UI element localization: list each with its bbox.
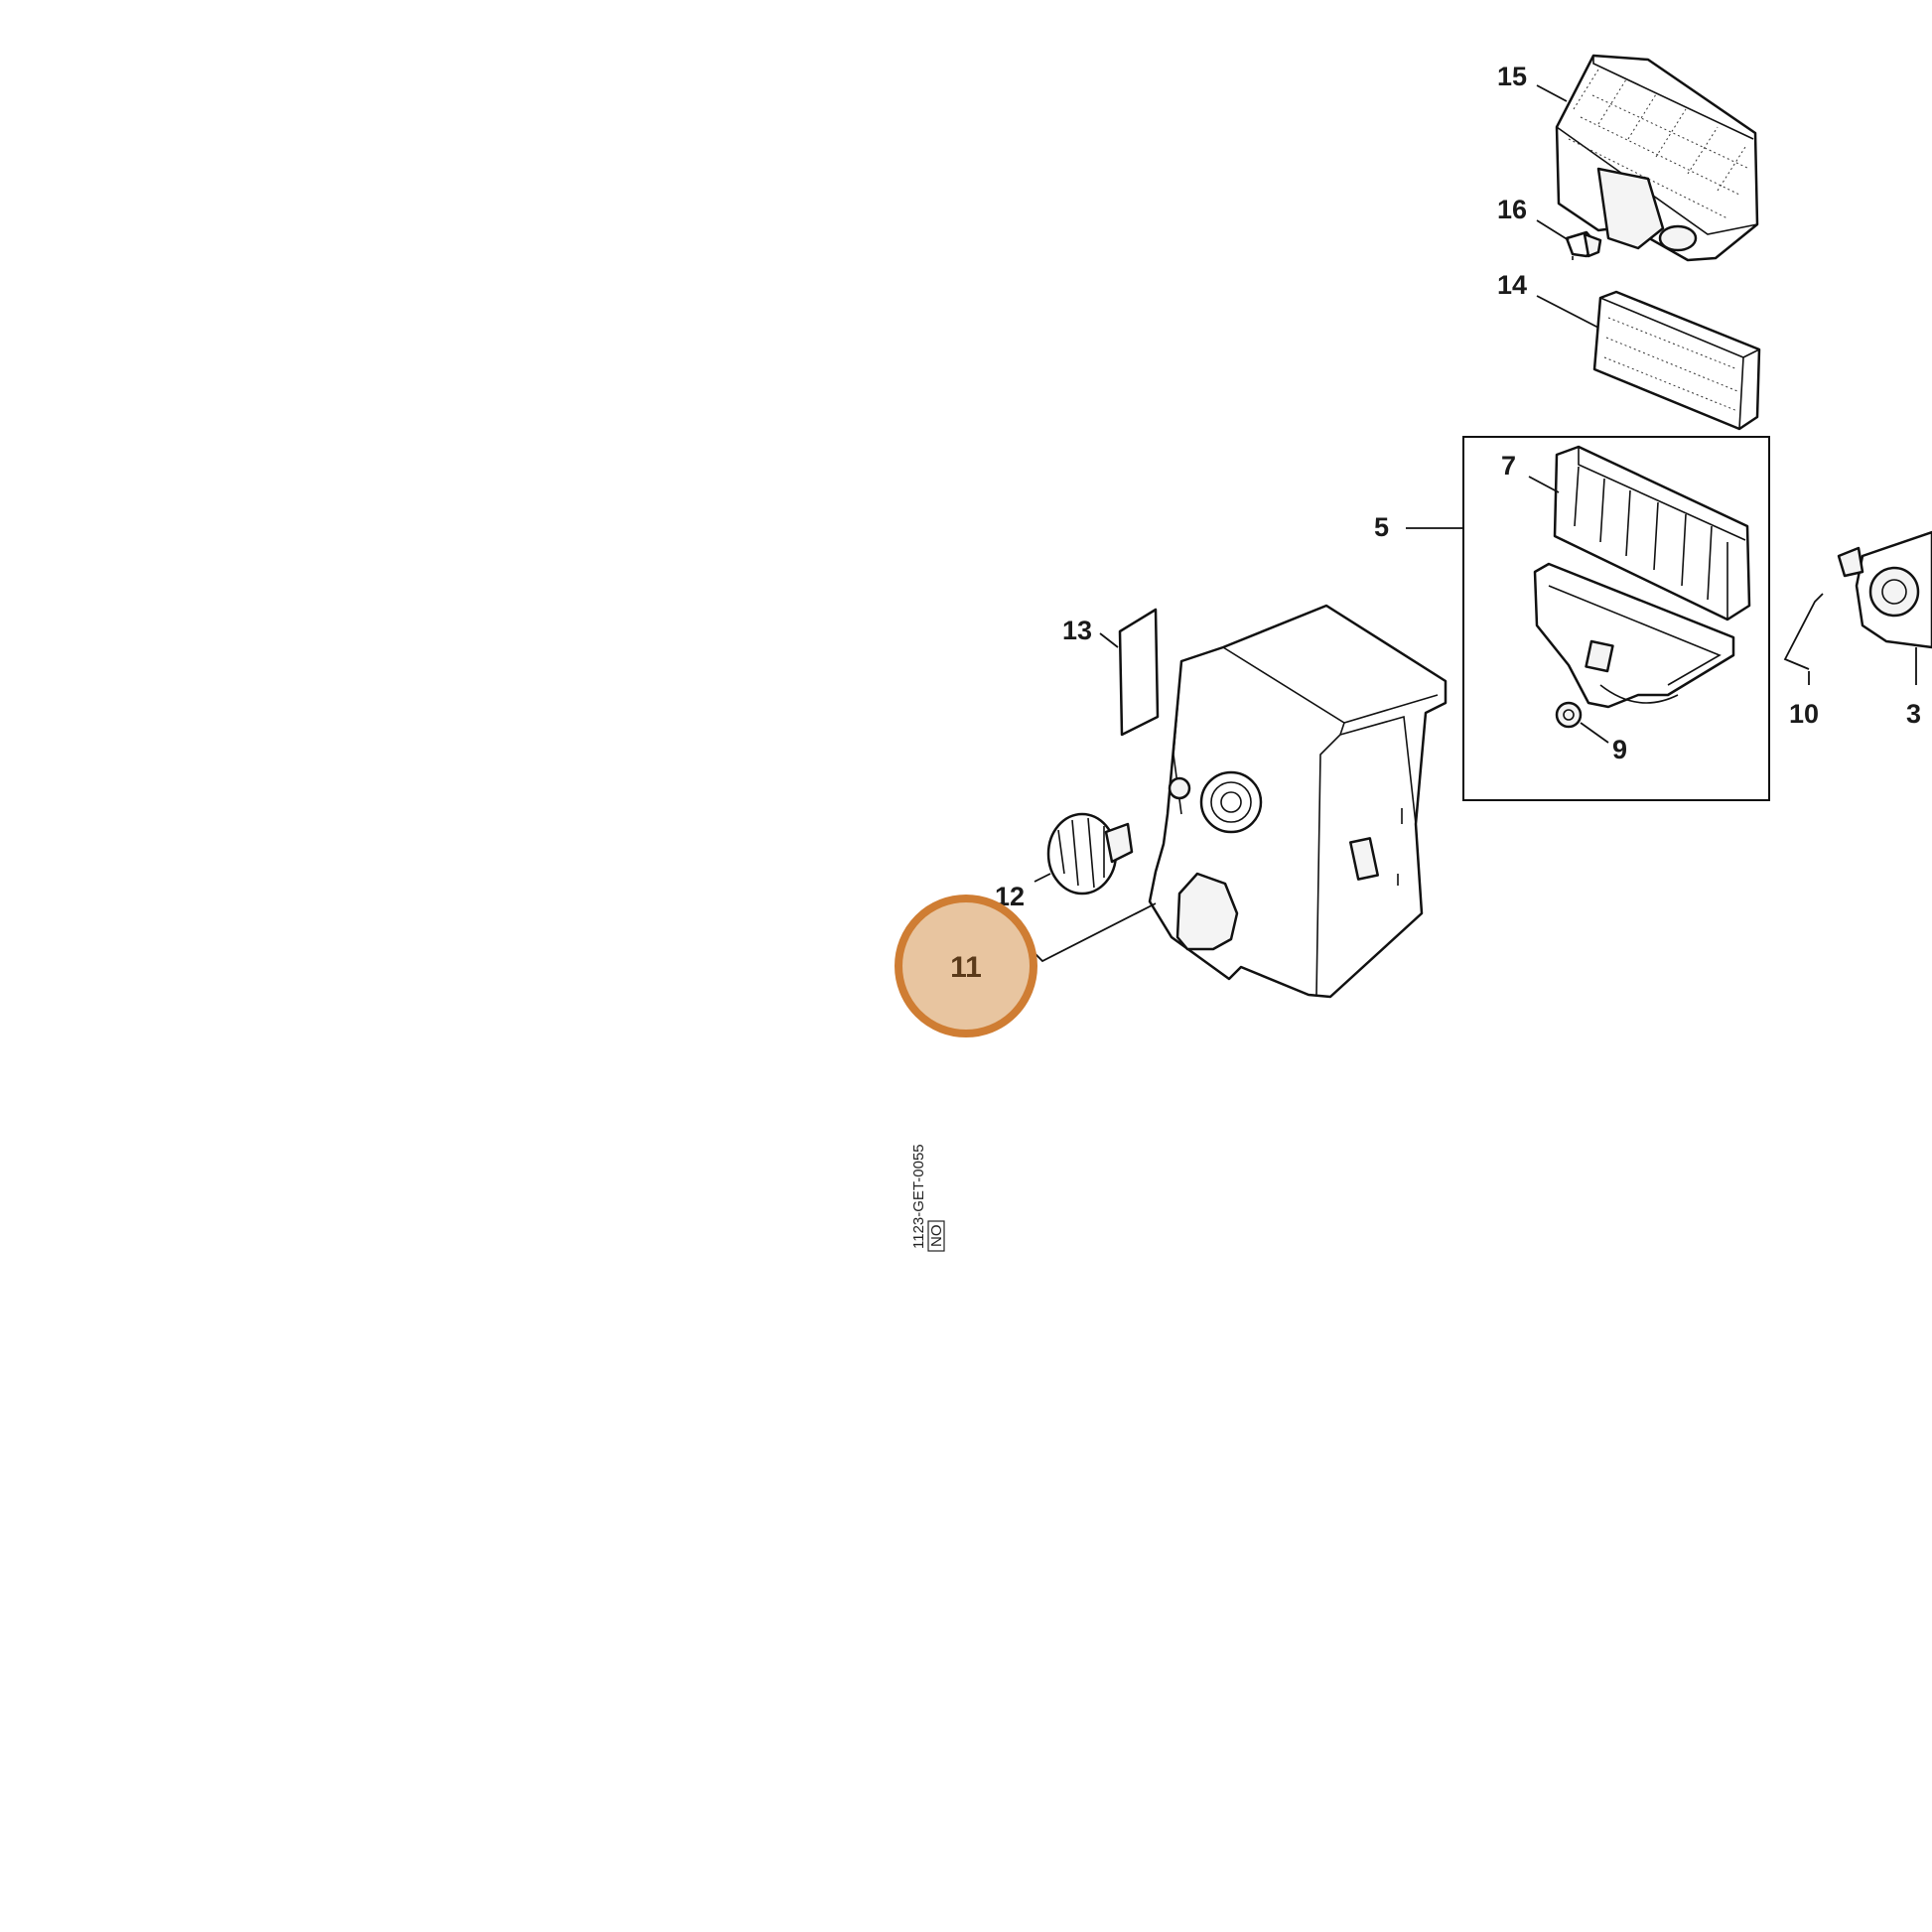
- callout-14[interactable]: 14: [1497, 270, 1527, 300]
- leader-7: [1528, 476, 1560, 493]
- part-14-foam-filter[interactable]: [1592, 290, 1761, 431]
- callout-11[interactable]: 11: [950, 951, 982, 984]
- part-5-kit-frame[interactable]: [1462, 436, 1770, 801]
- drawing-box-label: NO: [928, 1225, 945, 1248]
- part-10-rod[interactable]: [1783, 593, 1824, 685]
- drawing-code: 1123-GET-0055: [910, 1144, 927, 1249]
- drawing-box: NO: [927, 1220, 945, 1252]
- callout-16[interactable]: 16: [1497, 195, 1527, 224]
- highlight-part-11[interactable]: 11: [895, 895, 1037, 1037]
- part-12-knob[interactable]: [1046, 812, 1134, 896]
- callout-15[interactable]: 15: [1497, 62, 1527, 91]
- callout-5[interactable]: 5: [1374, 512, 1389, 542]
- part-11-shroud[interactable]: [1148, 604, 1448, 999]
- part-16-screw[interactable]: [1565, 230, 1602, 260]
- callout-9[interactable]: 9: [1612, 735, 1627, 764]
- leader-9: [1580, 722, 1609, 744]
- part-7-filter[interactable]: [1553, 445, 1751, 621]
- callout-10[interactable]: 10: [1789, 699, 1819, 729]
- drawing-reference: 1123-GET-0055: [910, 1144, 927, 1249]
- callout-7[interactable]: 7: [1501, 451, 1516, 481]
- part-7-base[interactable]: [1533, 562, 1735, 709]
- leader-13: [1099, 632, 1119, 648]
- leader-15: [1536, 84, 1568, 102]
- part-9-nut[interactable]: [1555, 701, 1583, 729]
- part-3-carburetor[interactable]: [1837, 530, 1932, 649]
- leader-12: [1034, 873, 1051, 883]
- callout-3[interactable]: 3: [1906, 699, 1921, 729]
- leader-16: [1536, 219, 1570, 241]
- part-15-air-filter[interactable]: [1555, 54, 1759, 262]
- part-13-label[interactable]: [1118, 608, 1160, 737]
- callout-13[interactable]: 13: [1062, 616, 1092, 645]
- leader-14: [1536, 295, 1599, 329]
